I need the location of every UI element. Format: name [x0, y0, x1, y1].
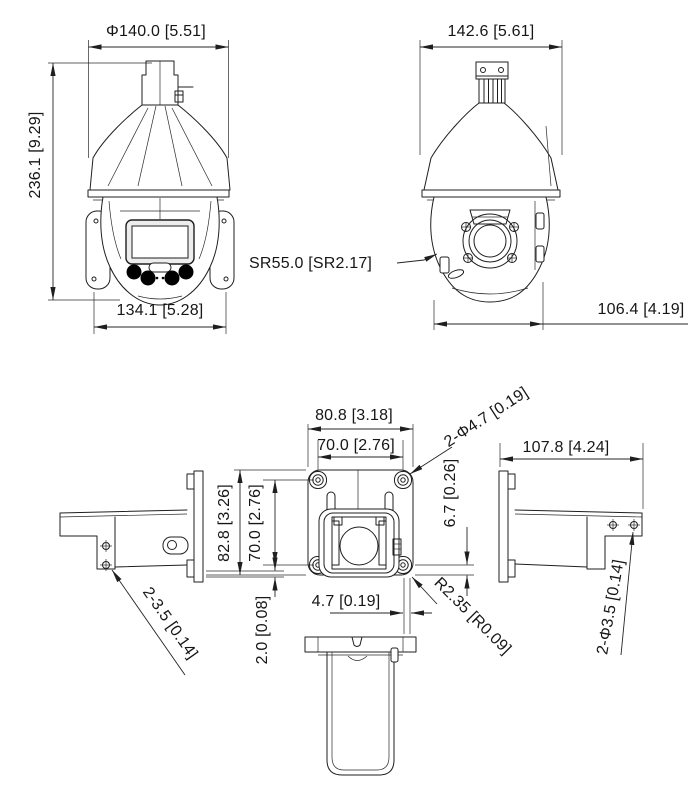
right-holes-leader [620, 531, 635, 656]
right-wall-plate [498, 470, 509, 583]
dim-side-depth: 106.4 [4.19] [598, 301, 685, 318]
dim-side-width: 142.6 [5.61] [448, 23, 535, 40]
ir-led [140, 270, 156, 286]
left-wall-plate [193, 470, 204, 583]
dim-front-height: 236.1 [9.29] [27, 112, 44, 199]
dim-plate-width: 80.8 [3.18] [315, 407, 393, 424]
right-hole-markers [607, 519, 640, 531]
dim-left-holes: 2-3.5 [0.14] [139, 584, 201, 662]
plate-holes-leader [409, 446, 453, 475]
bracket-left-view: 2-3.5 [0.14] [59, 470, 204, 676]
side-canopy-outline [423, 102, 559, 191]
bracket-bottom-view [304, 636, 417, 776]
bottom-tongue-outline [326, 651, 395, 776]
left-block-outline [59, 512, 116, 570]
front-screen [131, 225, 189, 259]
side-canopy-rim [421, 189, 561, 198]
dim-hole-edge-offset: 6.7 [0.26] [442, 459, 459, 528]
ir-led [126, 264, 142, 280]
camera-side-dimensions: 142.6 [5.61] SR55.0 [SR2.17] 106.4 [4.19… [249, 23, 688, 330]
bracket-plate-view [307, 469, 414, 578]
ir-led [178, 264, 194, 280]
dim-front-width: 134.1 [5.28] [117, 302, 204, 319]
left-hole-markers [100, 540, 112, 571]
camera-side-view [421, 61, 561, 303]
ir-led [164, 270, 180, 286]
camera-front-dimensions: Φ140.0 [5.51] 236.1 [9.29] 134.1 [5.28] [27, 23, 229, 334]
dim-plate-height: 82.8 [3.26] [216, 484, 233, 562]
dim-plate-hole-spacing-h: 70.0 [2.76] [317, 437, 395, 454]
dome-radius-leader [396, 253, 438, 264]
dim-hole-offset: 4.7 [0.19] [312, 593, 381, 610]
front-pill-detail [148, 262, 172, 273]
dim-plate-holes: 2-Φ4.7 [0.19] [441, 384, 531, 451]
corner-radius-leader [411, 576, 438, 605]
dim-front-diameter: Φ140.0 [5.51] [106, 23, 206, 40]
camera-front-view [85, 60, 235, 306]
dim-arm-length: 107.8 [4.24] [523, 439, 610, 456]
plate-center-assembly [318, 508, 402, 578]
front-canopy-outline [89, 104, 231, 191]
left-ear-tab [162, 536, 189, 555]
left-holes-leader [111, 569, 186, 676]
dim-dome-radius: SR55.0 [SR2.17] [249, 255, 372, 272]
dim-flange-thickness: 2.0 [0.08] [254, 596, 271, 665]
front-canopy-rim [87, 189, 230, 198]
right-block-outline [586, 512, 643, 570]
side-lens-outer [462, 213, 518, 269]
side-lens [473, 224, 507, 258]
side-lens-screws [461, 222, 519, 263]
dim-plate-hole-spacing-v: 70.0 [2.76] [247, 484, 264, 562]
bracket-right-view: 2-Φ3.5 [0.14] 107.8 [4.24] [498, 439, 644, 656]
dim-corner-radius: R2.35 [R0.09] [431, 574, 515, 658]
